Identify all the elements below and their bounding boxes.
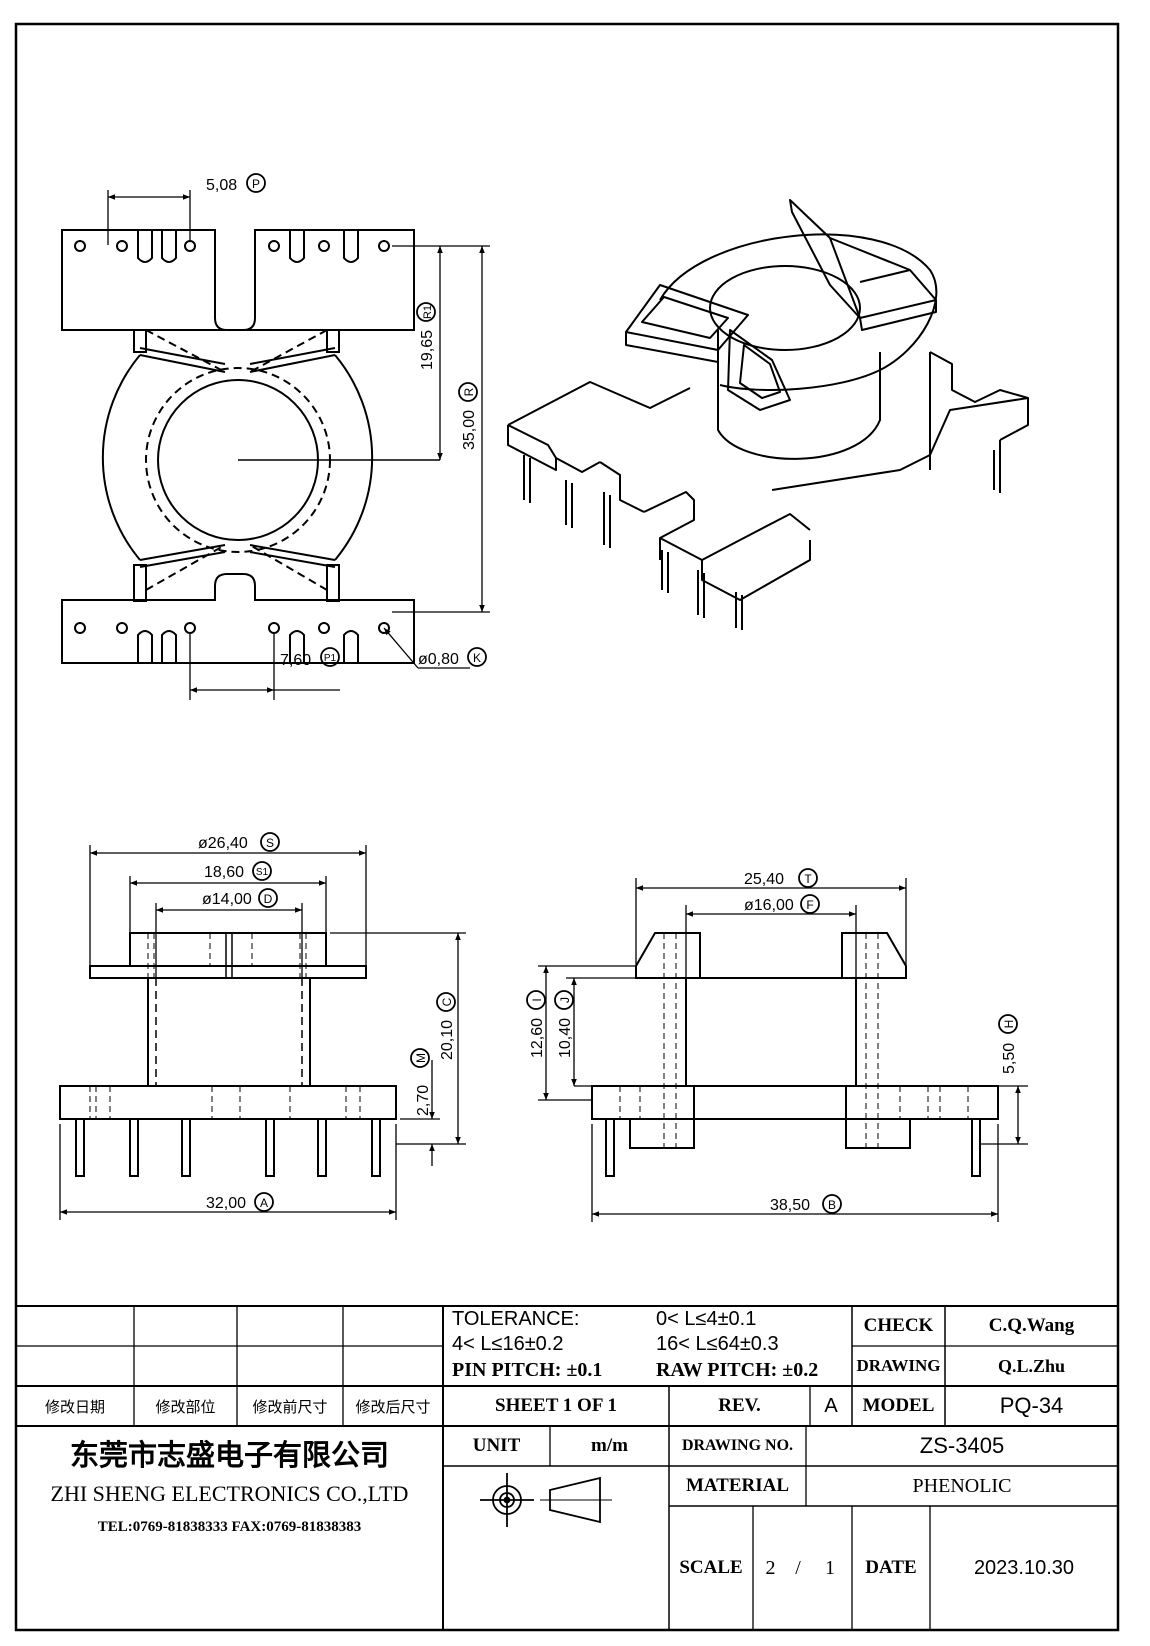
dim-tag-p1: P1 bbox=[320, 647, 340, 667]
dim-tag-b: B bbox=[822, 1194, 842, 1214]
dim-tag-j: J bbox=[554, 990, 574, 1010]
dim-overall-height: 20,10 bbox=[439, 1020, 456, 1060]
dim-height: 35,00 bbox=[461, 410, 478, 450]
dim-tag-d: D bbox=[258, 888, 278, 908]
dim-width-b: 38,50 bbox=[770, 1197, 810, 1214]
dim-tag-s1: S1 bbox=[252, 861, 272, 881]
svg-text:S1: S1 bbox=[256, 867, 269, 878]
svg-text:K: K bbox=[473, 651, 481, 665]
front-view bbox=[59, 932, 397, 1177]
dim-tag-f: F bbox=[800, 894, 820, 914]
svg-text:C: C bbox=[440, 997, 454, 1006]
isometric-view bbox=[507, 199, 1029, 630]
svg-text:M: M bbox=[414, 1053, 428, 1063]
svg-text:R: R bbox=[462, 387, 476, 396]
svg-text:P1: P1 bbox=[324, 653, 337, 664]
dim-tag-r: R bbox=[458, 382, 478, 402]
svg-text:P: P bbox=[252, 177, 260, 191]
dim-dia-f: ø16,00 bbox=[744, 897, 794, 914]
dim-inner-width: 18,60 bbox=[204, 864, 244, 881]
dim-height-h: 5,50 bbox=[1001, 1043, 1018, 1074]
dim-half-height: 19,65 bbox=[419, 330, 436, 370]
svg-text:J: J bbox=[558, 997, 572, 1003]
dim-height-i: 12,60 bbox=[529, 1018, 546, 1058]
dim-tag-k: K bbox=[467, 647, 487, 667]
side-view bbox=[591, 932, 999, 1177]
dim-pitch-bottom: 7,60 bbox=[280, 652, 311, 669]
dim-tag-s: S bbox=[260, 832, 280, 852]
dim-base-height: 2,70 bbox=[415, 1085, 432, 1116]
dim-tag-t: T bbox=[798, 868, 818, 888]
dim-tag-p: P bbox=[246, 173, 266, 193]
dim-tag-a: A bbox=[254, 1192, 274, 1212]
svg-text:S: S bbox=[266, 836, 274, 850]
side-view-dimensions bbox=[538, 878, 1028, 1222]
dim-tag-i: I bbox=[526, 990, 546, 1010]
dim-tag-c: C bbox=[436, 992, 456, 1012]
svg-text:D: D bbox=[264, 892, 273, 906]
dim-core-dia: ø14,00 bbox=[202, 891, 252, 908]
dim-tag-m: M bbox=[410, 1048, 430, 1068]
dim-width-t: 25,40 bbox=[744, 871, 784, 888]
dim-width-a: 32,00 bbox=[206, 1195, 246, 1212]
svg-text:B: B bbox=[828, 1198, 836, 1212]
sheet-border bbox=[14, 22, 1120, 1632]
svg-text:I: I bbox=[530, 998, 544, 1001]
front-view-dimensions bbox=[59, 845, 466, 1220]
dim-pin-dia: ø0,80 bbox=[418, 651, 459, 668]
top-view bbox=[61, 229, 440, 664]
svg-text:F: F bbox=[806, 898, 813, 912]
title-block-grid bbox=[16, 1305, 1118, 1630]
svg-text:H: H bbox=[1002, 1020, 1016, 1029]
projection-symbol-icon bbox=[480, 1473, 612, 1527]
dim-tag-r1: R1 bbox=[416, 302, 436, 322]
svg-text:T: T bbox=[804, 872, 812, 886]
dim-height-j: 10,40 bbox=[557, 1018, 574, 1058]
top-view-pin-holes bbox=[74, 240, 390, 634]
top-view-dimensions bbox=[107, 190, 490, 700]
dim-pitch-top: 5,08 bbox=[206, 177, 237, 194]
dim-flange-dia: ø26,40 bbox=[198, 835, 248, 852]
svg-text:R1: R1 bbox=[422, 305, 434, 319]
dim-tag-h: H bbox=[998, 1014, 1018, 1034]
svg-text:A: A bbox=[260, 1196, 268, 1210]
